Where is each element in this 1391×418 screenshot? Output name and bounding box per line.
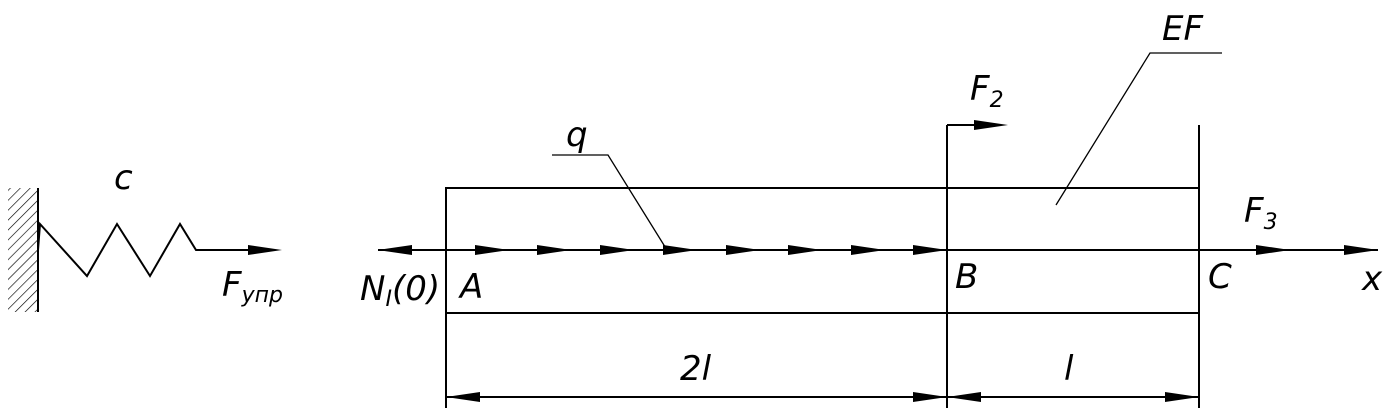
load-arrowhead	[726, 245, 760, 255]
load-arrowhead	[851, 245, 885, 255]
load-arrowhead	[537, 245, 571, 255]
load-arrowhead	[913, 245, 947, 255]
f3-arrowhead	[1256, 245, 1290, 255]
x-axis-arrowhead	[1344, 245, 1378, 255]
point-b-label: B	[955, 257, 978, 297]
n1-symbol: N	[360, 269, 385, 309]
dim-ab-label: 2l	[680, 349, 712, 389]
distributed-load-arrows	[475, 245, 947, 255]
ef-leader-line	[1055, 52, 1222, 206]
point-a-label: A	[458, 267, 483, 307]
n1-suffix: (0)	[392, 269, 440, 309]
q-leader-line	[552, 154, 668, 251]
f2-arrowhead	[974, 120, 1008, 130]
wall-support	[8, 188, 39, 312]
n1-subscript: I	[385, 287, 392, 312]
load-arrowhead	[475, 245, 509, 255]
f2-subscript: 2	[990, 88, 1004, 113]
spring	[37, 221, 272, 278]
spring-stiffness-label: c	[114, 158, 133, 198]
dim-arrowhead	[913, 392, 947, 402]
f3-label: F3	[1244, 191, 1278, 235]
n1-label: NI(0)	[360, 269, 440, 312]
n1-arrowhead	[378, 245, 412, 255]
f2-label: F2	[970, 69, 1004, 113]
dim-bc-label: l	[1064, 349, 1074, 389]
load-arrowhead	[600, 245, 634, 255]
load-arrowhead	[788, 245, 822, 255]
dim-arrowhead	[1165, 392, 1199, 402]
spring-force-symbol: F	[222, 265, 242, 305]
x-axis-label: x	[1361, 259, 1383, 299]
q-label: q	[566, 115, 588, 155]
load-arrowhead	[663, 245, 697, 255]
f3-symbol: F	[1244, 191, 1264, 231]
spring-force-label: Fупр	[222, 265, 283, 308]
spring-force-subscript: упр	[241, 283, 283, 308]
ef-label: EF	[1162, 9, 1203, 49]
dim-arrowhead	[446, 392, 480, 402]
spring-force-arrowhead	[248, 245, 282, 255]
wall-hatching	[8, 188, 38, 312]
dim-arrowhead	[947, 392, 981, 402]
f3-subscript: 3	[1264, 210, 1278, 235]
point-c-label: C	[1208, 257, 1232, 297]
f2-symbol: F	[970, 69, 990, 109]
